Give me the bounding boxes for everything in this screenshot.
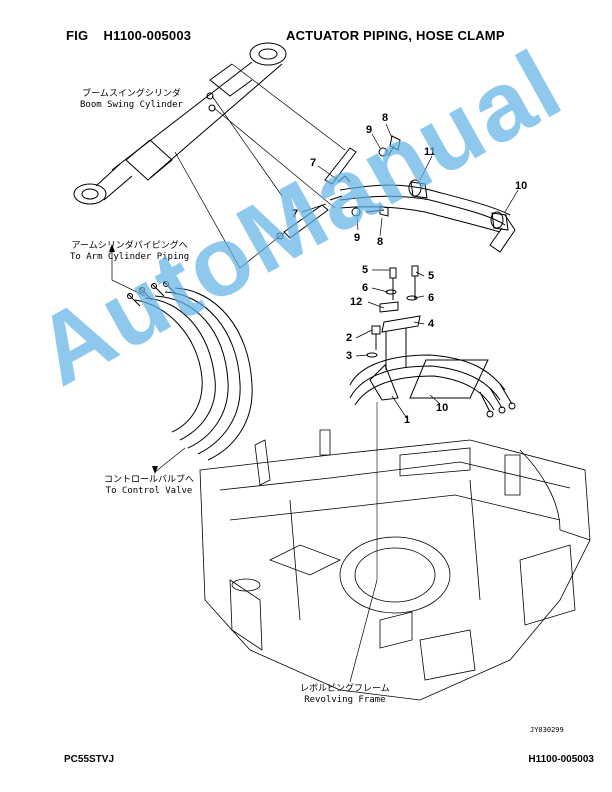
footer-model: PC55STVJ — [64, 754, 115, 765]
callout-8-upper: 8 — [382, 112, 389, 124]
callout-5-right: 5 — [428, 270, 435, 282]
middle-hose-bundle — [349, 354, 516, 418]
clamp-stack — [366, 265, 421, 580]
callout-4: 4 — [428, 318, 435, 330]
boom-swing-cylinder-label: ブームスイングシリンダ Boom Swing Cylinder — [80, 89, 183, 111]
callout-7-upper: 7 — [310, 157, 317, 169]
revolving-frame-label-en: Revolving Frame — [304, 695, 386, 705]
boom-swing-label-en: Boom Swing Cylinder — [80, 100, 183, 110]
port-leader-lines — [174, 63, 346, 269]
fig-label: FIG — [66, 28, 89, 43]
boom-swing-label-jp: ブームスイングシリンダ — [82, 89, 181, 99]
control-valve-label-en: To Control Valve — [105, 486, 193, 496]
control-valve-label-jp: コントロールバルブへ — [104, 475, 195, 485]
left-hose-bundle — [127, 281, 253, 461]
revolving-frame — [199, 429, 591, 701]
arm-cylinder-label-en: To Arm Cylinder Piping — [70, 252, 190, 262]
figure-number: FIG H1100-005003 — [66, 28, 191, 43]
footer-page-ref: H1100-005003 — [528, 754, 594, 765]
callout-9-upper: 9 — [366, 124, 373, 136]
drawing-id: JY030299 — [530, 726, 564, 734]
callout-12: 12 — [350, 296, 363, 308]
revolving-frame-label: レボルビングフレーム Revolving Frame — [300, 684, 390, 706]
fig-code: H1100-005003 — [103, 28, 192, 43]
boom-swing-cylinder — [73, 42, 287, 205]
callout-5-left: 5 — [362, 264, 369, 276]
control-valve-label: コントロールバルブへ To Control Valve — [104, 475, 194, 497]
callout-leaders — [301, 123, 519, 421]
callout-6-left: 6 — [362, 282, 369, 294]
revolving-frame-label-jp: レボルビングフレーム — [300, 684, 390, 694]
callout-7-lower: 7 — [292, 208, 299, 220]
upper-hose-assembly — [339, 179, 516, 253]
callout-1: 1 — [404, 414, 411, 426]
arm-cylinder-label: アームシリンダパイピングへ To Arm Cylinder Piping — [70, 241, 189, 263]
arm-cylinder-label-jp: アームシリンダパイピングへ — [71, 241, 188, 251]
callout-11: 11 — [424, 146, 436, 158]
callout-6-right: 6 — [428, 292, 435, 304]
callout-9-lower: 9 — [354, 232, 361, 244]
callout-2: 2 — [346, 332, 353, 344]
bolts-upper — [351, 135, 401, 217]
label-leaders — [111, 252, 378, 683]
fittings-upper — [276, 147, 357, 240]
callout-10-upper: 10 — [515, 180, 528, 192]
callout-8-lower: 8 — [377, 236, 384, 248]
label-arrows — [109, 244, 158, 474]
callout-10-lower: 10 — [436, 402, 449, 414]
figure-title: ACTUATOR PIPING, HOSE CLAMP — [286, 28, 505, 43]
callout-3: 3 — [346, 350, 353, 362]
